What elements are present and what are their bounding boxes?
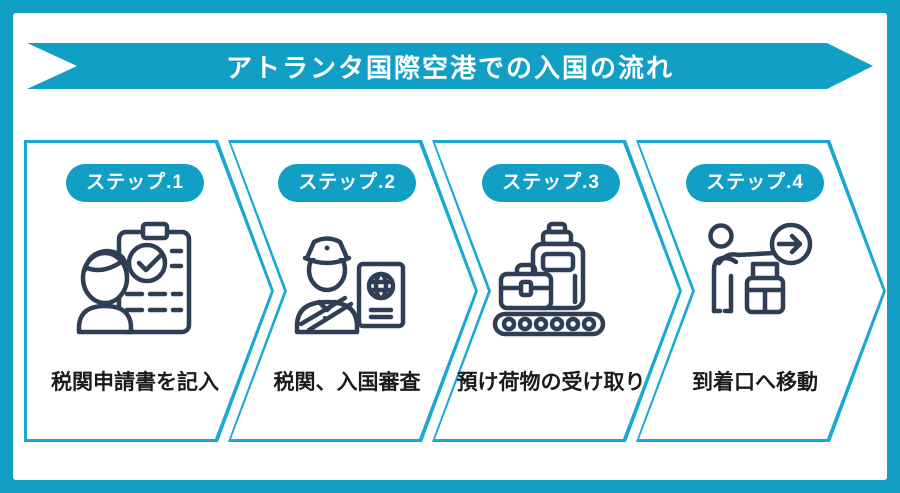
step-chevron-4: ステップ.4 到着口へ移動 [636, 140, 886, 442]
page-title: アトランタ国際空港での入国の流れ [225, 52, 674, 83]
step-label-pill-4: ステップ.4 [686, 164, 824, 202]
step-1-content: ステップ.1 税関申請書を記入 [40, 164, 230, 396]
steps-flow: ステップ.1 税関申請書を記入 [24, 140, 888, 442]
baggage-claim-icon [485, 218, 617, 346]
customs-form-icon [69, 218, 201, 346]
step-3-content: ステップ.3 [456, 164, 646, 396]
step-4-content: ステップ.4 到着口へ移動 [660, 164, 850, 396]
step-label-pill-1: ステップ.1 [66, 164, 204, 202]
step-label-pill-3: ステップ.3 [482, 164, 620, 202]
step-caption-2: 税関、入国審査 [273, 371, 421, 394]
step-label-pill-2: ステップ.2 [278, 164, 416, 202]
arrival-gate-icon [689, 218, 821, 346]
step-caption-3: 預け荷物の受け取り [456, 371, 646, 394]
step-chevron-1: ステップ.1 税関申請書を記入 [24, 140, 274, 442]
step-caption-1: 税関申請書を記入 [51, 371, 219, 394]
title-banner: アトランタ国際空港での入国の流れ [27, 43, 873, 89]
step-caption-4: 到着口へ移動 [692, 371, 818, 394]
step-2-content: ステップ.2 [252, 164, 442, 396]
immigration-officer-icon [281, 218, 413, 346]
content-card: アトランタ国際空港での入国の流れ ステップ.1 [13, 13, 887, 480]
